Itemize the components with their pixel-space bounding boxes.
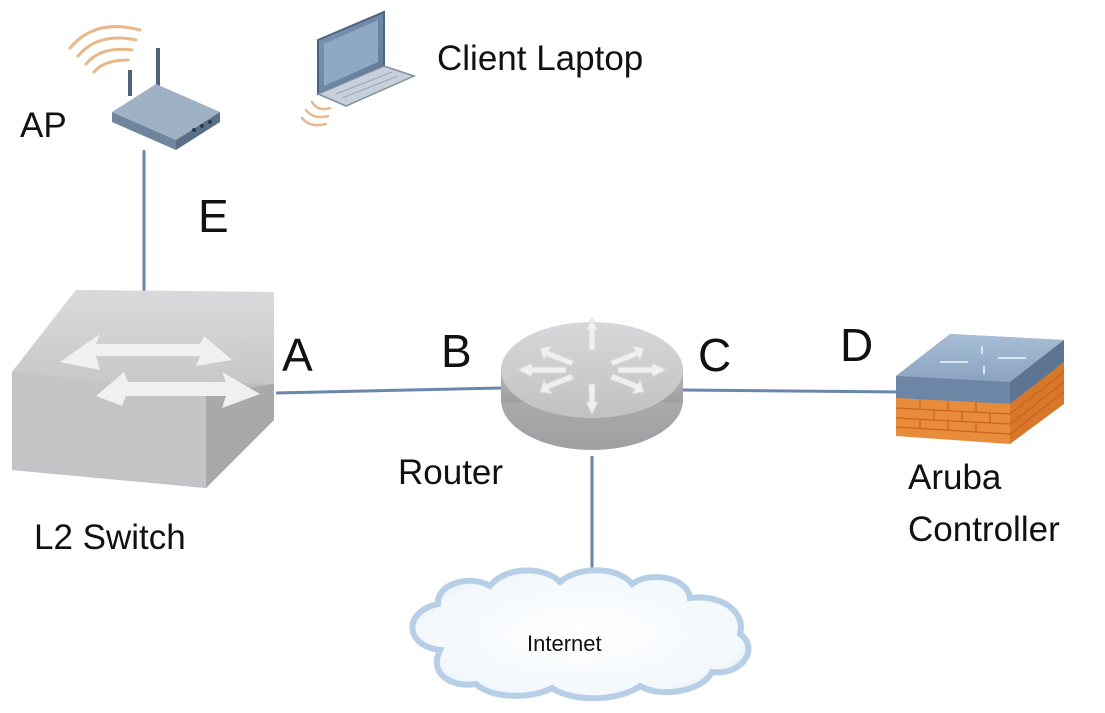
ap-label: AP [20,106,67,145]
router-arrows-icon [516,316,668,416]
link-lines [142,150,898,575]
client-laptop-label: Client Laptop [437,39,644,78]
l2-switch-label: L2 Switch [34,518,186,557]
wifi-waves-icon [68,25,142,74]
link-switch-router-line [275,386,503,395]
aruba-controller-icon [895,334,1065,444]
aruba-controller-label-line2: Controller [908,510,1060,549]
internet-cloud-icon [409,567,752,702]
switch-arrows-icon [60,334,260,408]
link-label-a: A [282,329,313,381]
aruba-controller-label-line1: Aruba [908,458,1002,497]
router-icon [501,316,683,450]
link-label-e: E [198,190,229,242]
link-label-c: C [698,329,732,381]
link-label-b: B [441,325,472,377]
laptop-icon [300,10,417,127]
link-router-controller-line [679,388,898,394]
router-label: Router [398,453,504,492]
access-point-icon [68,25,220,150]
l2-switch-icon [12,290,274,488]
link-label-d: D [840,319,874,371]
internet-label: Internet [527,631,602,656]
firewall-bricks-icon [895,371,1065,435]
laptop-wifi-waves-icon [300,100,332,127]
controller-arrows-icon [940,346,1026,374]
